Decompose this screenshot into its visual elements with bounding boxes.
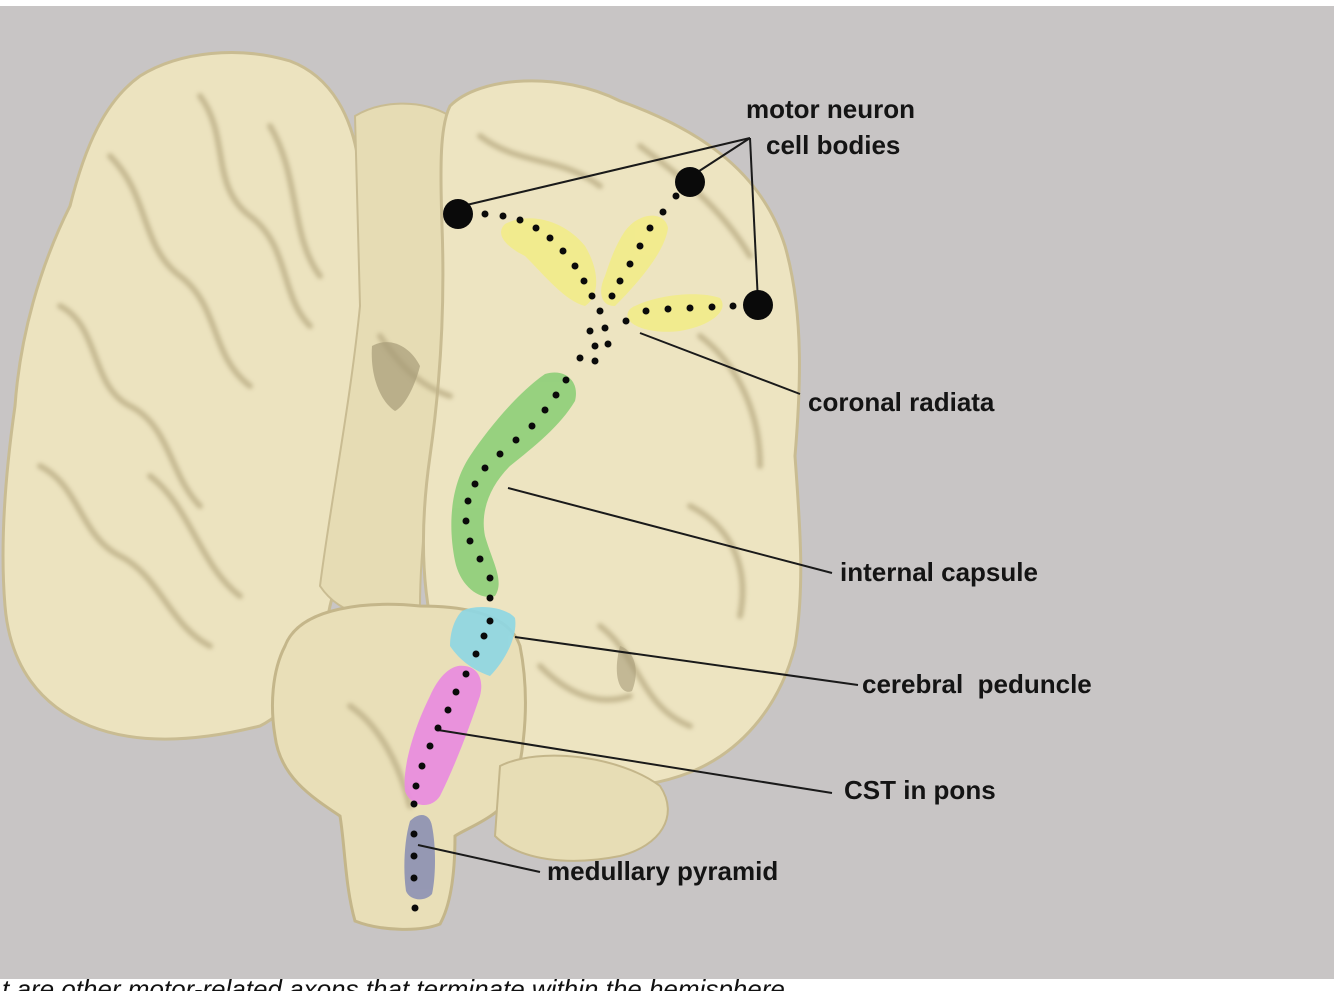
label-cst-in-pons: CST in pons — [844, 775, 996, 805]
label-medullary-pyramid: medullary pyramid — [547, 856, 779, 886]
leader-internal — [507, 487, 833, 574]
medullary-pyramid-region — [404, 814, 435, 900]
leader-motor-3 — [749, 137, 759, 303]
coronal-radiata-region-3 — [627, 294, 723, 332]
label-cerebral-peduncle: cerebral peduncle — [862, 669, 1092, 699]
leader-pyramid — [417, 844, 541, 873]
label-internal-capsule: internal capsule — [840, 557, 1038, 587]
diagram-figure — [0, 6, 1334, 979]
leader-lines — [417, 137, 859, 873]
cell-body-2 — [675, 167, 705, 197]
label-coronal-radiata: coronal radiata — [808, 387, 995, 417]
caption-strip: t are other motor-related axons that ter… — [0, 976, 1334, 991]
label-cell-bodies: cell bodies — [766, 130, 901, 160]
cell-body-3 — [743, 290, 773, 320]
leader-motor-1 — [457, 137, 751, 208]
cerebral-peduncle-region — [450, 606, 516, 676]
label-motor-neuron: motor neuron — [746, 94, 915, 124]
motor-neuron-cell-bodies — [443, 167, 773, 320]
leader-coronal — [639, 332, 801, 395]
brain-diagram — [0, 6, 1334, 979]
cerebellum-region — [493, 754, 669, 862]
coronal-radiata-region — [501, 218, 597, 306]
ventricle-shadow — [371, 342, 420, 411]
ventricle-shadow-2 — [616, 646, 636, 692]
caption-text: t are other motor-related axons that ter… — [2, 976, 785, 991]
left-hemisphere — [1, 51, 369, 741]
leader-motor-2 — [689, 137, 751, 178]
cst-in-pons-region — [404, 665, 482, 806]
right-hemisphere — [421, 79, 803, 789]
cell-body-1 — [443, 199, 473, 229]
leader-peduncle — [514, 636, 859, 686]
leader-pons — [437, 729, 833, 794]
internal-capsule-region — [451, 372, 576, 597]
axon-dots — [410, 192, 737, 912]
